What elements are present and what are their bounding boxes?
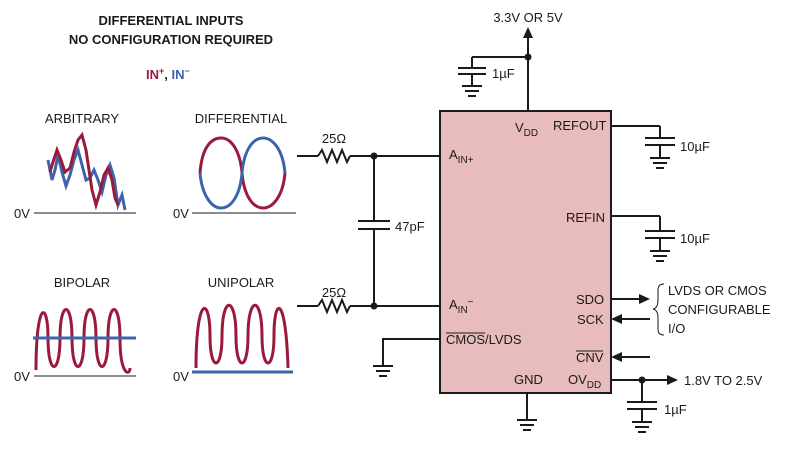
ain-minus-node bbox=[370, 302, 378, 310]
pin-gnd: GND bbox=[514, 372, 543, 387]
vdd-supply-label: 3.3V OR 5V bbox=[493, 10, 563, 25]
adc-chip bbox=[439, 110, 612, 394]
pin-ain-minus: AIN− bbox=[449, 297, 474, 316]
bipolar-in-plus-wave bbox=[34, 308, 132, 374]
arbitrary-in-minus-wave bbox=[46, 145, 127, 211]
refout-capacitor bbox=[645, 126, 675, 169]
legend-in-plus-sup: + bbox=[159, 66, 164, 76]
resistor-top-label: 25Ω bbox=[322, 131, 346, 146]
refin-capacitor bbox=[645, 216, 675, 262]
legend-in-minus-sup: − bbox=[185, 66, 190, 76]
sck-arrow-icon bbox=[611, 314, 622, 324]
refin-cap-label: 10µF bbox=[680, 231, 710, 246]
io-brace bbox=[652, 283, 665, 336]
sdo-arrow-icon bbox=[639, 294, 650, 304]
diff-capacitor bbox=[358, 156, 390, 306]
pin-refout: REFOUT bbox=[553, 118, 607, 133]
pin-sck: SCK bbox=[577, 312, 604, 327]
unipolar-zero-label: 0V bbox=[173, 369, 189, 384]
io-label-line-2: CONFIGURABLE bbox=[668, 302, 771, 317]
pin-ain-plus: AIN+ bbox=[449, 147, 474, 166]
cmos-lvds-ground-icon bbox=[373, 365, 393, 377]
differential-title: DIFFERENTIAL bbox=[195, 111, 287, 126]
ovdd-cap-label: 1µF bbox=[664, 402, 687, 417]
arbitrary-zero-label: 0V bbox=[14, 206, 30, 221]
ovdd-capacitor bbox=[627, 380, 657, 433]
legend-in-plus: IN bbox=[146, 67, 159, 82]
bipolar-zero-label: 0V bbox=[14, 369, 30, 384]
diff-cap-label: 47pF bbox=[395, 219, 425, 234]
heading-line-2: NO CONFIGURATION REQUIRED bbox=[69, 32, 273, 47]
pin-vdd: VDD bbox=[515, 120, 538, 139]
differential-in-minus-wave bbox=[198, 136, 287, 210]
differential-zero-label: 0V bbox=[173, 206, 189, 221]
io-label-line-1: LVDS OR CMOS bbox=[668, 283, 767, 298]
legend-comma: , bbox=[164, 67, 171, 82]
unipolar-in-plus-wave bbox=[194, 303, 290, 369]
io-label-line-3: I/O bbox=[668, 321, 685, 336]
heading-line-1: DIFFERENTIAL INPUTS bbox=[99, 13, 244, 28]
cnv-arrow-icon bbox=[611, 352, 622, 362]
legend-in-minus: IN bbox=[172, 67, 185, 82]
unipolar-title: UNIPOLAR bbox=[208, 275, 274, 290]
pin-ovdd: OVDD bbox=[568, 372, 601, 391]
arbitrary-in-plus-wave bbox=[48, 131, 120, 211]
pin-refin: REFIN bbox=[566, 210, 605, 225]
chip-ground-icon bbox=[517, 419, 537, 431]
vdd-capacitor bbox=[458, 57, 486, 97]
resistor-bottom-label: 25Ω bbox=[322, 285, 346, 300]
pin-cmos-lvds: CMOS/LVDS bbox=[446, 332, 522, 347]
ovdd-arrow-icon bbox=[667, 375, 678, 385]
pin-sdo: SDO bbox=[576, 292, 604, 307]
bipolar-title: BIPOLAR bbox=[54, 275, 110, 290]
legend: IN+, IN− bbox=[146, 66, 190, 82]
cmos-lvds-wire bbox=[382, 338, 440, 366]
resistor-bottom bbox=[317, 297, 351, 315]
vdd-arrow bbox=[523, 27, 533, 38]
pin-cnv: CNV bbox=[576, 350, 604, 365]
vdd-cap-label: 1µF bbox=[492, 66, 515, 81]
resistor-top bbox=[317, 147, 351, 165]
ovdd-supply-label: 1.8V TO 2.5V bbox=[684, 373, 763, 388]
refout-cap-label: 10µF bbox=[680, 139, 710, 154]
arbitrary-title: ARBITRARY bbox=[45, 111, 119, 126]
